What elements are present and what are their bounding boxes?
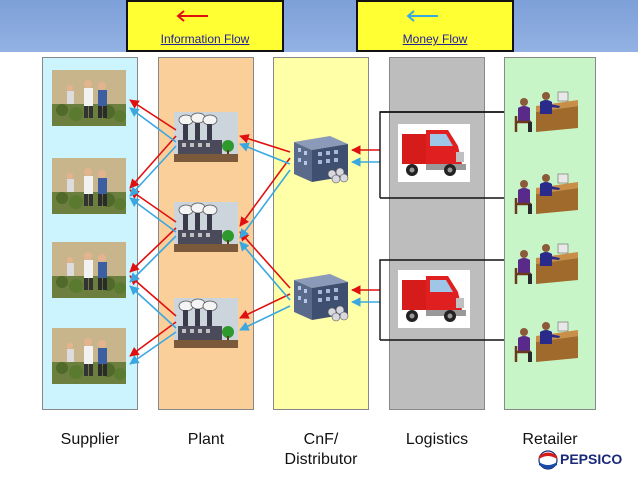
- cnf-label-line1: CnF/: [303, 431, 339, 448]
- pepsico-logo: PEPSICO: [538, 447, 638, 473]
- pepsi-globe-icon: [538, 450, 558, 470]
- retailer-label: Retailer: [522, 431, 578, 448]
- header-band: [0, 0, 638, 52]
- legend-information-flow: Information Flow: [126, 0, 284, 52]
- information-arrows: [129, 99, 380, 357]
- legend-money-flow: Money Flow: [356, 0, 514, 52]
- supplier-label: Supplier: [60, 431, 120, 448]
- plant-label: Plant: [187, 431, 225, 448]
- retailer-bracket-lines: [379, 111, 504, 341]
- money-flow-label: Money Flow: [402, 32, 468, 46]
- blue-arrow-icon: [406, 10, 438, 22]
- money-arrows: [129, 107, 380, 365]
- red-arrow-icon: [176, 10, 208, 22]
- pepsico-logo-text: PEPSICO: [560, 451, 623, 467]
- cnf-label-line2: Distributor: [284, 451, 358, 468]
- cnf-column: [273, 57, 369, 410]
- cnf-distributor-label: CnF/ Distributor: [260, 430, 382, 470]
- logistics-label: Logistics: [405, 431, 469, 448]
- logistics-column: [389, 57, 485, 410]
- information-flow-label: Information Flow: [160, 32, 250, 46]
